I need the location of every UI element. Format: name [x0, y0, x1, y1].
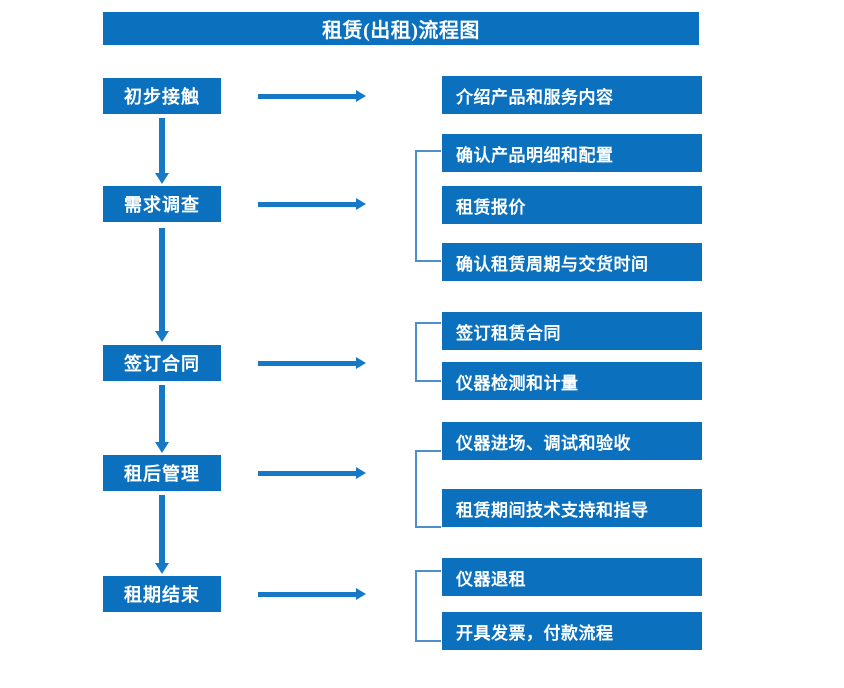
- group-bracket-icon-2: [415, 150, 441, 262]
- stage-box-5[interactable]: 租期结束: [103, 576, 221, 612]
- detail-box-2-2[interactable]: 租赁报价: [442, 186, 702, 224]
- page-title: 租赁(出租)流程图: [103, 12, 699, 45]
- group-bracket-icon-4: [415, 450, 441, 528]
- arrow-down-icon-1: [155, 118, 169, 184]
- stage-box-4[interactable]: 租后管理: [103, 455, 221, 491]
- arrow-right-icon-4: [258, 467, 366, 479]
- arrow-right-icon-5: [258, 588, 366, 600]
- arrow-down-icon-2: [155, 228, 169, 342]
- detail-box-3-1[interactable]: 签订租赁合同: [442, 312, 702, 350]
- detail-box-3-2[interactable]: 仪器检测和计量: [442, 362, 702, 400]
- detail-box-4-1[interactable]: 仪器进场、调试和验收: [442, 422, 702, 460]
- arrow-down-icon-4: [155, 495, 169, 574]
- detail-box-5-2[interactable]: 开具发票，付款流程: [442, 612, 702, 650]
- arrow-down-icon-3: [155, 385, 169, 453]
- arrow-right-icon-1: [258, 90, 366, 102]
- detail-box-2-1[interactable]: 确认产品明细和配置: [442, 134, 702, 172]
- arrow-right-icon-2: [258, 198, 366, 210]
- detail-box-5-1[interactable]: 仪器退租: [442, 558, 702, 596]
- group-bracket-icon-3: [415, 322, 441, 382]
- detail-box-2-3[interactable]: 确认租赁周期与交货时间: [442, 243, 702, 281]
- stage-box-3[interactable]: 签订合同: [103, 345, 221, 381]
- group-bracket-icon-5: [415, 570, 441, 642]
- detail-box-4-2[interactable]: 租赁期间技术支持和指导: [442, 489, 702, 527]
- stage-box-1[interactable]: 初步接触: [103, 78, 221, 114]
- stage-box-2[interactable]: 需求调查: [103, 186, 221, 222]
- detail-box-1-1[interactable]: 介绍产品和服务内容: [442, 76, 702, 114]
- arrow-right-icon-3: [258, 357, 366, 369]
